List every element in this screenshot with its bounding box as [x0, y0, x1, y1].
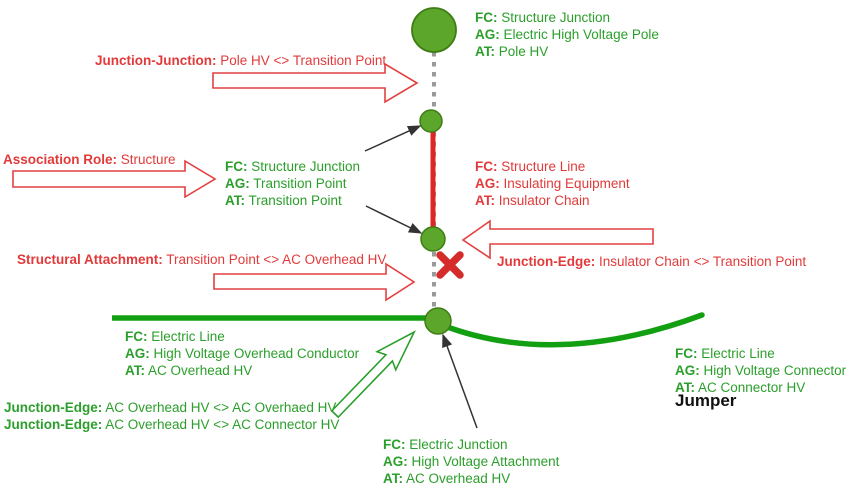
attr-value: Electric High Voltage Pole	[503, 27, 659, 42]
jumper-curve	[439, 312, 705, 348]
attr-value: Transition Point	[253, 176, 347, 191]
attr-key: AG:	[675, 363, 700, 378]
attr-key: FC:	[125, 329, 148, 344]
attr-key: AG:	[225, 176, 250, 191]
label-row: FC: Electric Line	[675, 345, 846, 362]
electric-junction-node	[424, 307, 452, 335]
label-row: AG: High Voltage Attachment	[383, 453, 559, 470]
attr-value: Structure Junction	[501, 10, 611, 25]
electric-line-label: FC: Electric Line AG: High Voltage Overh…	[125, 328, 359, 379]
attr-value: Pole HV	[498, 44, 549, 59]
pointer-arrow-top-transition	[364, 125, 422, 152]
connector-line-label: FC: Electric Line AG: High Voltage Conne…	[675, 345, 846, 396]
attr-key: AG:	[475, 176, 500, 191]
junction-junction-arrow	[212, 62, 419, 104]
attr-key: AT:	[225, 193, 245, 208]
attr-value: Electric Line	[151, 329, 225, 344]
transition-point-label: FC: Structure Junction AG: Transition Po…	[225, 158, 360, 209]
pointer-arrow-electric-junction	[442, 333, 478, 429]
label-row: FC: Structure Line	[475, 158, 630, 175]
label-row: AT: Transition Point	[225, 192, 360, 209]
label-row: AT: AC Overhead HV	[383, 470, 559, 487]
attr-key: AG:	[125, 346, 150, 361]
transition-point-top-node	[419, 109, 443, 133]
structural-attachment-arrow	[213, 262, 416, 302]
junction-edge-insulator-arrow	[461, 219, 654, 260]
caption-key: Junction-Junction:	[95, 53, 217, 68]
attr-key: FC:	[225, 159, 248, 174]
caption-junction-edge-overhead: Junction-Edge: AC Overhead HV <> AC Over…	[4, 399, 339, 433]
attr-value: High Voltage Overhead Conductor	[153, 346, 360, 361]
junction-edge-overhead-arrow	[330, 330, 416, 419]
pole-junction-node	[411, 7, 457, 53]
caption-junction-edge-insulator: Junction-Edge: Insulator Chain <> Transi…	[497, 253, 806, 270]
attr-value: Insulator Chain	[498, 193, 590, 208]
attr-value: Transition Point	[248, 193, 342, 208]
attr-key: AG:	[383, 454, 408, 469]
attr-value: Electric Junction	[409, 437, 508, 452]
label-row: AT: AC Overhead HV	[125, 362, 359, 379]
label-row: AG: Transition Point	[225, 175, 360, 192]
caption-key: Junction-Edge:	[497, 254, 596, 269]
label-row: AG: High Voltage Overhead Conductor	[125, 345, 359, 362]
attr-value: Insulating Equipment	[503, 176, 630, 191]
caption-value: Transition Point <> AC Overhead HV	[166, 252, 387, 267]
label-row: FC: Electric Junction	[383, 436, 559, 453]
caption-junction-junction: Junction-Junction: Pole HV <> Transition…	[95, 52, 386, 69]
caption-value: AC Overhead HV <> AC Overhaed HV	[105, 400, 337, 415]
attr-key: FC:	[475, 10, 498, 25]
attr-key: FC:	[475, 159, 498, 174]
label-row: FC: Electric Line	[125, 328, 359, 345]
pole-junction-label: FC: Structure Junction AG: Electric High…	[475, 9, 659, 60]
attr-value: High Voltage Connector	[703, 363, 847, 378]
pointer-arrow-bottom-transition	[365, 205, 423, 234]
caption-row: Junction-Edge: AC Overhead HV <> AC Over…	[4, 399, 339, 416]
attr-key: AT:	[675, 380, 695, 395]
transition-point-bottom-node	[420, 226, 446, 252]
attr-value: AC Connector HV	[698, 380, 806, 395]
label-row: AG: Insulating Equipment	[475, 175, 630, 192]
label-row: FC: Structure Junction	[475, 9, 659, 26]
caption-value: Structure	[120, 152, 176, 167]
label-row: AG: Electric High Voltage Pole	[475, 26, 659, 43]
caption-value: Pole HV <> Transition Point	[220, 53, 387, 68]
label-row: FC: Structure Junction	[225, 158, 360, 175]
label-row: AG: High Voltage Connector	[675, 362, 846, 379]
attr-value: Structure Junction	[251, 159, 361, 174]
label-row: AT: Insulator Chain	[475, 192, 630, 209]
caption-key: Structural Attachment:	[17, 252, 163, 267]
error-x-mark	[436, 251, 464, 279]
caption-association-role: Association Role: Structure	[3, 151, 176, 168]
caption-row: Junction-Edge: AC Overhead HV <> AC Conn…	[4, 416, 339, 433]
attr-value: AC Overhead HV	[406, 471, 511, 486]
attr-key: AT:	[475, 193, 495, 208]
attr-key: FC:	[675, 346, 698, 361]
attr-key: AG:	[475, 27, 500, 42]
caption-value: Insulator Chain <> Transition Point	[599, 254, 807, 269]
jumper-label: Jumper	[675, 391, 737, 410]
attr-value: Structure Line	[501, 159, 586, 174]
caption-key: Junction-Edge:	[4, 417, 103, 432]
caption-key: Association Role:	[3, 152, 118, 167]
attr-value: AC Overhead HV	[148, 363, 253, 378]
label-row: AT: AC Connector HV	[675, 379, 846, 396]
label-row: AT: Pole HV	[475, 43, 659, 60]
electric-junction-label: FC: Electric Junction AG: High Voltage A…	[383, 436, 559, 487]
caption-structural-attachment: Structural Attachment: Transition Point …	[17, 251, 386, 268]
attr-key: AT:	[383, 471, 403, 486]
attr-value: High Voltage Attachment	[411, 454, 560, 469]
structure-line-label: FC: Structure Line AG: Insulating Equipm…	[475, 158, 630, 209]
caption-value: AC Overhead HV <> AC Connector HV	[105, 417, 340, 432]
caption-key: Junction-Edge:	[4, 400, 103, 415]
association-role-arrow	[12, 159, 217, 199]
attr-key: AT:	[125, 363, 145, 378]
attr-value: Electric Line	[701, 346, 775, 361]
attr-key: FC:	[383, 437, 406, 452]
attr-key: AT:	[475, 44, 495, 59]
